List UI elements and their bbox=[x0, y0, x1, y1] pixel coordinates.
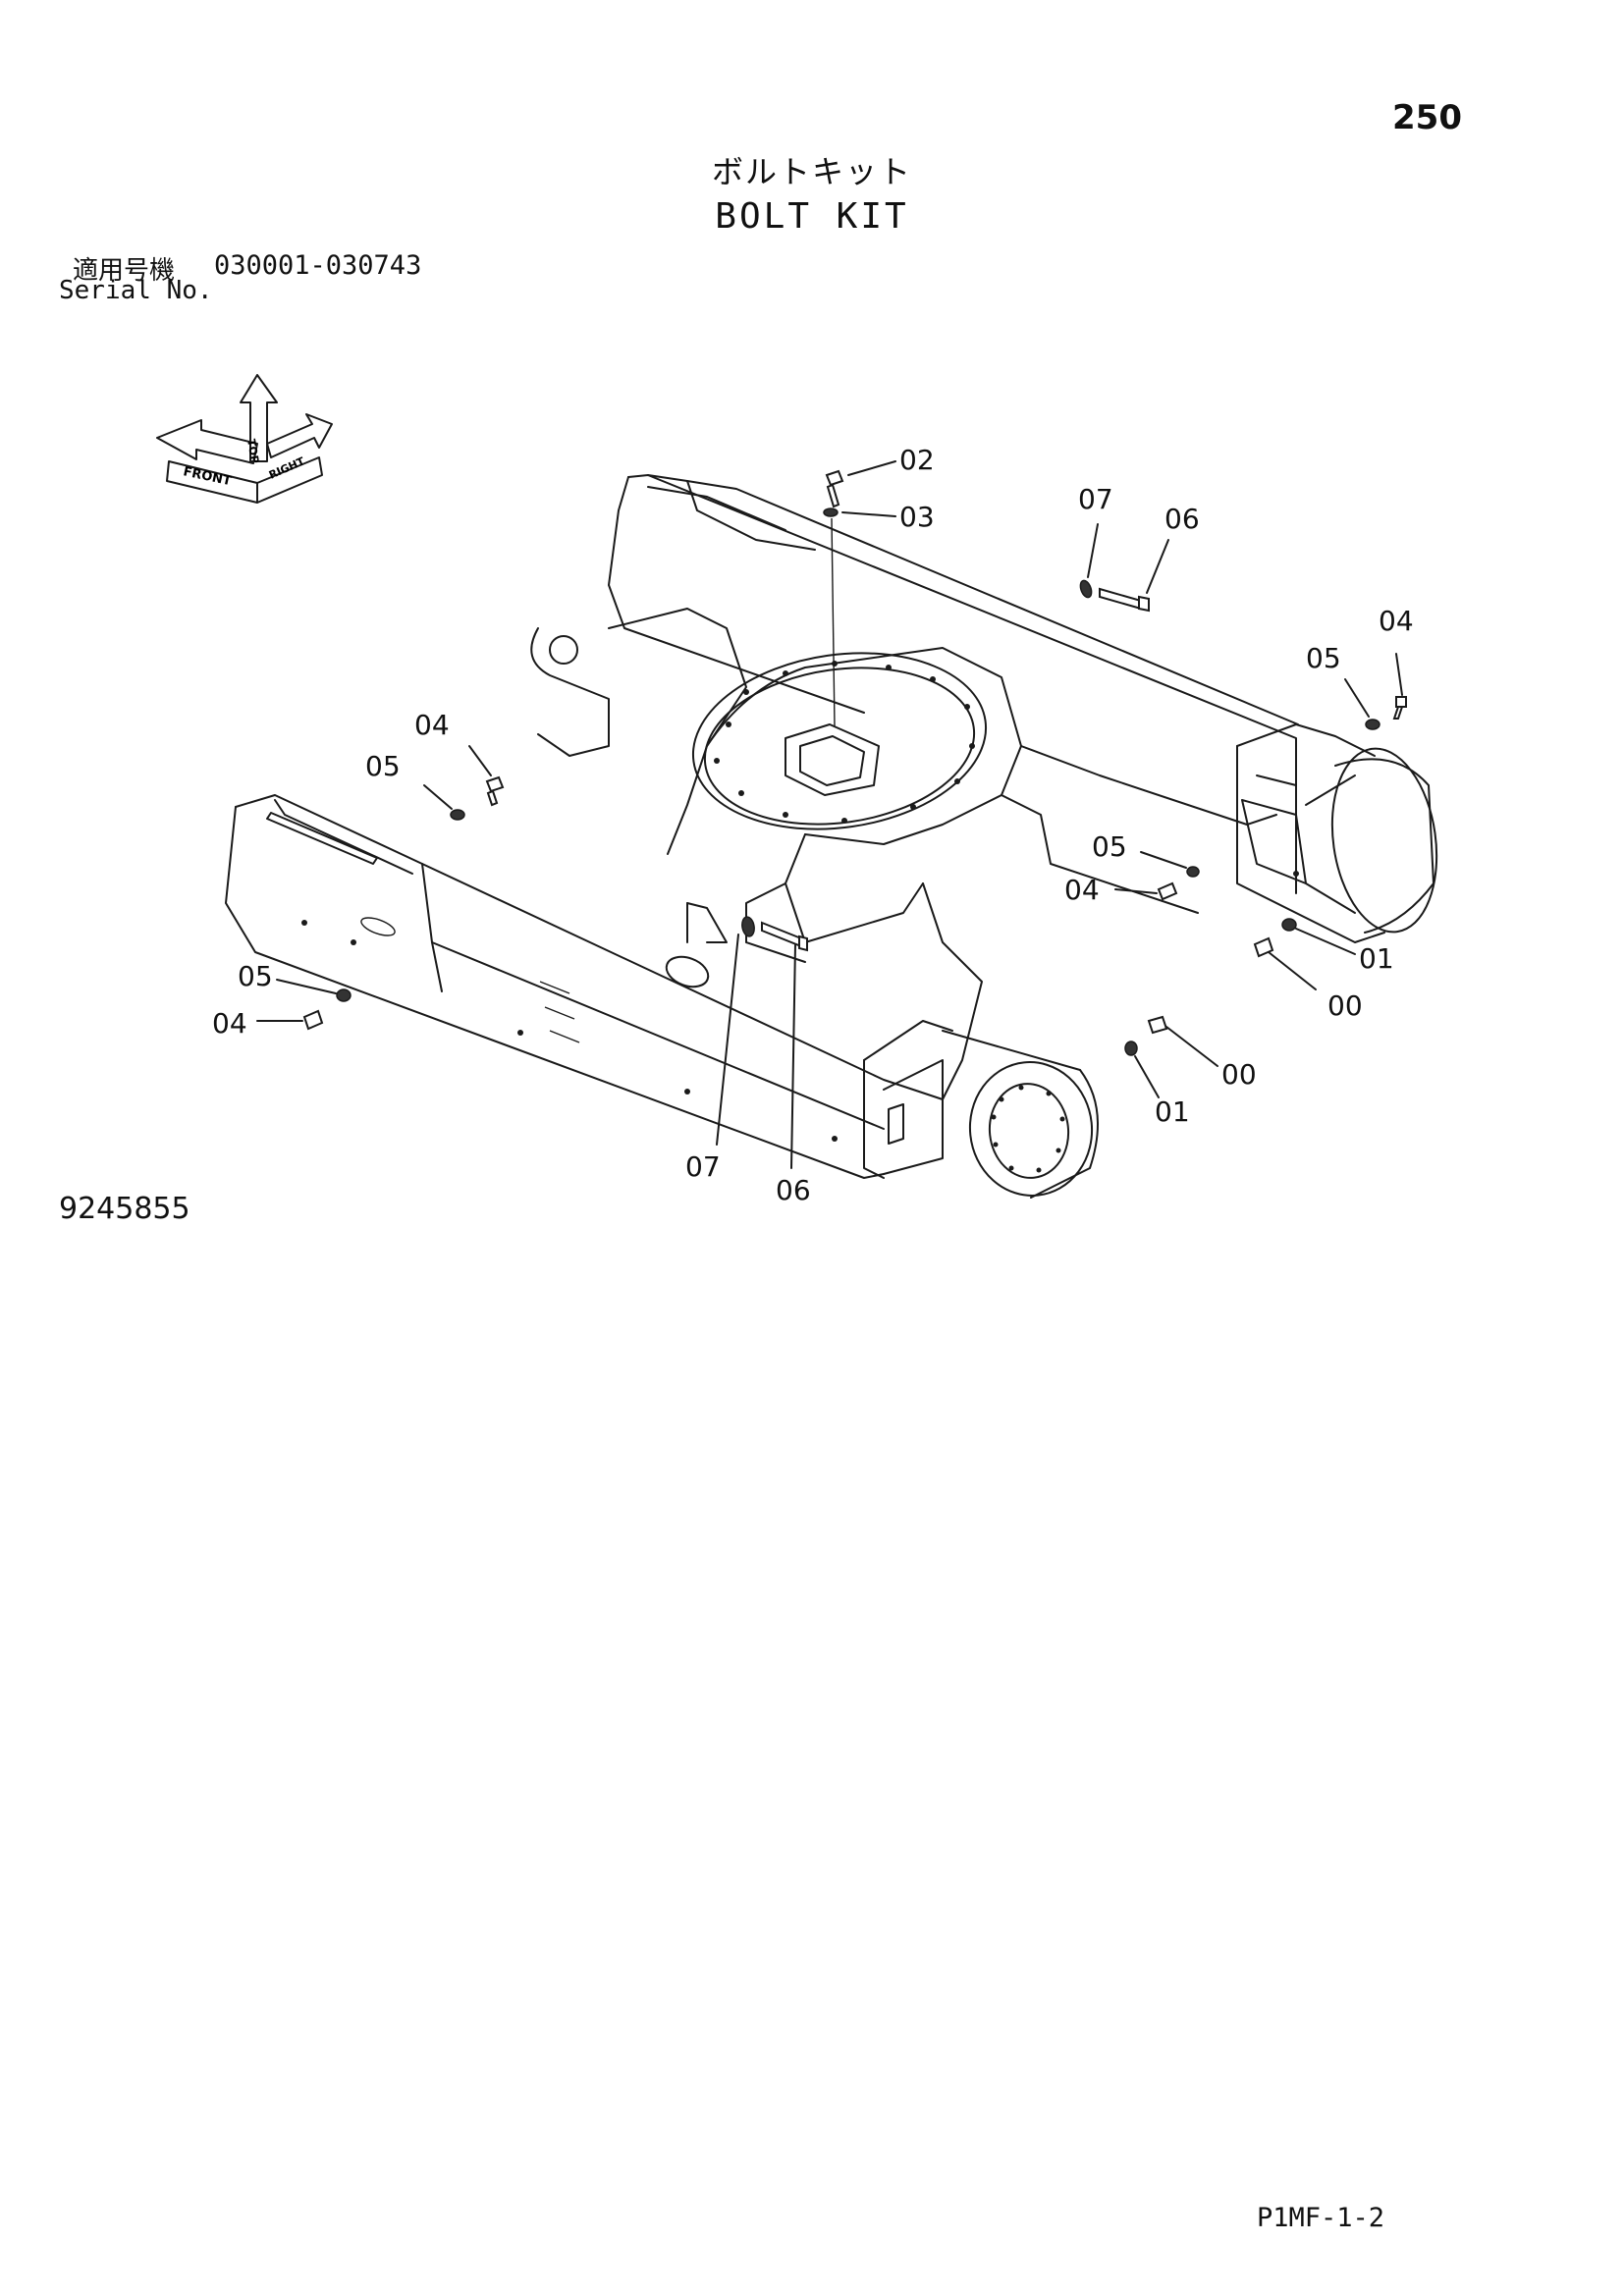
front-arrow-icon bbox=[156, 419, 258, 464]
bolt-04-right bbox=[1395, 696, 1407, 708]
bolt-04-lowleft bbox=[302, 1009, 324, 1031]
figure-number: 9245855 bbox=[59, 1192, 190, 1226]
washer-01-right bbox=[1281, 918, 1297, 932]
right-arrow-icon bbox=[266, 413, 333, 458]
exploded-parts-diagram: FRONT TOP RIGHT bbox=[156, 374, 1438, 1206]
bolt-04-mid bbox=[1157, 881, 1178, 901]
callout-06-bottom: 06 bbox=[776, 1174, 811, 1206]
callout-07-bottom: 07 bbox=[685, 1150, 721, 1183]
bolt-06-top bbox=[1099, 587, 1142, 611]
idler-housing-rear bbox=[1330, 747, 1438, 934]
washer-03-top bbox=[823, 507, 839, 517]
washer-05-right bbox=[1365, 719, 1380, 730]
top-arrow-icon bbox=[240, 374, 278, 462]
washer-05-lowleft bbox=[336, 988, 352, 1002]
orientation-icon: FRONT TOP RIGHT bbox=[156, 374, 333, 504]
title-japanese: ボルトキット bbox=[711, 153, 912, 190]
washer-05-left bbox=[450, 809, 465, 821]
callout-numbers: 02 03 07 06 04 05 04 05 05 04 01 00 05 0… bbox=[212, 444, 1414, 1206]
title-english: BOLT KIT bbox=[715, 196, 909, 237]
bolt-04-left bbox=[485, 775, 505, 793]
leader-lines bbox=[256, 460, 1403, 1169]
washer-01-bottom bbox=[1124, 1041, 1138, 1056]
orientation-label-top: TOP bbox=[244, 438, 261, 464]
callout-02-top: 02 bbox=[899, 444, 935, 476]
callout-03-top: 03 bbox=[899, 501, 935, 533]
bolt-02-top bbox=[825, 469, 844, 487]
callout-05-lower-left: 05 bbox=[238, 960, 273, 992]
swing-bearing bbox=[691, 652, 988, 830]
washer-05-mid bbox=[1186, 866, 1200, 878]
washer-07-bottom bbox=[741, 916, 755, 937]
fastener-parts bbox=[302, 469, 1407, 1056]
track-frame-drawing bbox=[225, 474, 1438, 1199]
orientation-label-right: RIGHT bbox=[267, 454, 307, 482]
callout-05-right: 05 bbox=[1306, 642, 1341, 674]
callout-06-top: 06 bbox=[1164, 503, 1200, 535]
callout-04-right: 04 bbox=[1379, 605, 1414, 637]
serial-number-range: 030001-030743 bbox=[214, 250, 422, 281]
callout-04-left: 04 bbox=[414, 709, 450, 741]
bolt-00-bottom bbox=[1147, 1015, 1168, 1035]
callout-05-mid: 05 bbox=[1092, 830, 1127, 863]
callout-05-left: 05 bbox=[365, 750, 401, 782]
callout-04-mid: 04 bbox=[1064, 874, 1100, 906]
washer-07-top bbox=[1079, 579, 1093, 599]
callout-04-lower-left: 04 bbox=[212, 1007, 247, 1040]
bolt-06-bottom bbox=[761, 921, 802, 948]
page-code: P1MF-1-2 bbox=[1257, 2203, 1385, 2233]
idler-housing-front bbox=[968, 1061, 1094, 1197]
page-number: 250 bbox=[1392, 98, 1462, 137]
callout-01-bottom: 01 bbox=[1155, 1095, 1190, 1128]
callout-01-right: 01 bbox=[1359, 942, 1394, 975]
serial-label-japanese: 適用号機 bbox=[73, 256, 176, 286]
serial-label-english: Serial No. bbox=[59, 276, 213, 305]
callout-00-bottom: 00 bbox=[1221, 1058, 1257, 1091]
callout-00-right: 00 bbox=[1327, 989, 1363, 1022]
callout-07-top: 07 bbox=[1078, 483, 1113, 515]
